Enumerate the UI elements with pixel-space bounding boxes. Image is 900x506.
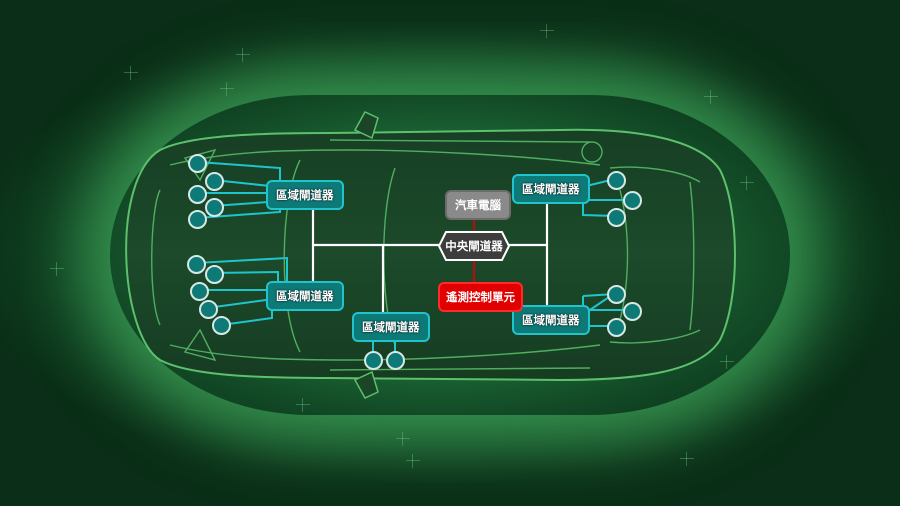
sparkle-decoration (236, 48, 250, 62)
sparkle-decoration (220, 82, 234, 96)
sensor-node (205, 198, 224, 217)
sensor-node (623, 191, 642, 210)
central-gateway: 中央閘道器 (438, 231, 510, 261)
sparkle-decoration (50, 262, 64, 276)
sparkle-decoration (720, 355, 734, 369)
sparkle-decoration (396, 432, 410, 446)
sparkle-decoration (406, 454, 420, 468)
sensor-node (623, 302, 642, 321)
sparkle-decoration (124, 66, 138, 80)
zone-gateway-top-right: 區域閘道器 (512, 174, 590, 204)
sparkle-decoration (540, 24, 554, 38)
sparkle-decoration (704, 90, 718, 104)
sensor-node (386, 351, 405, 370)
central-gateway-label: 中央閘道器 (445, 239, 503, 253)
sensor-node (188, 154, 207, 173)
sensor-node (199, 300, 218, 319)
sensor-node (205, 265, 224, 284)
telemetry-control-unit: 遙測控制單元 (438, 282, 523, 312)
sensor-node (205, 172, 224, 191)
zone-gateway-bottom-right: 區域閘道器 (512, 305, 590, 335)
sensor-node (607, 171, 626, 190)
sparkle-decoration (680, 452, 694, 466)
sensor-node (607, 285, 626, 304)
sensor-node (607, 208, 626, 227)
sensor-node (188, 185, 207, 204)
sensor-node (607, 318, 626, 337)
zone-gateway-rear-left: 區域閘道器 (266, 281, 344, 311)
hexagon-shape (438, 231, 510, 261)
zone-gateway-bottom-mid: 區域閘道器 (352, 312, 430, 342)
sensor-node (364, 351, 383, 370)
vehicle-computer: 汽車電腦 (445, 190, 511, 220)
sparkle-decoration (740, 176, 754, 190)
sparkle-decoration (296, 398, 310, 412)
sensor-node (212, 316, 231, 335)
zone-gateway-front-left: 區域閘道器 (266, 180, 344, 210)
sensor-node (187, 255, 206, 274)
sensor-node (190, 282, 209, 301)
sensor-node (188, 210, 207, 229)
